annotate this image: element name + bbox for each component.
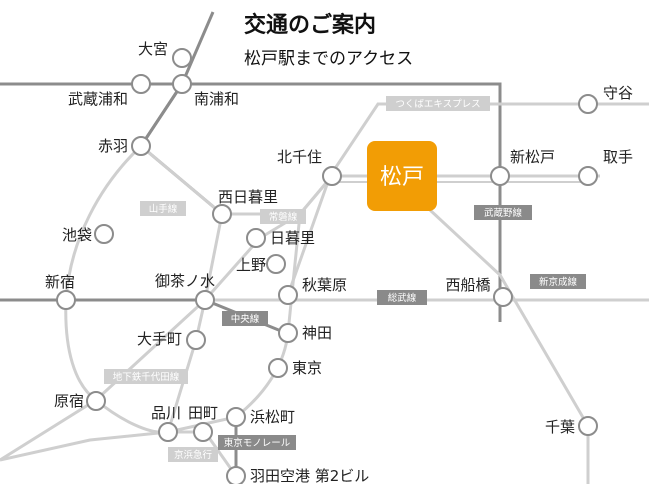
tag-sobu: 総武線 [377, 290, 427, 305]
tag-tsukuba: つくばエキスプレス [386, 96, 490, 111]
station-kanda[interactable] [278, 323, 298, 343]
tag-yamanote: 山手線 [140, 201, 186, 216]
label-kanda: 神田 [302, 324, 332, 342]
label-ueno: 上野 [236, 256, 266, 274]
station-musashi-urawa[interactable] [131, 74, 151, 94]
label-ikebukuro: 池袋 [62, 226, 92, 244]
station-harajuku[interactable] [86, 391, 106, 411]
station-shin-matsudo[interactable] [490, 166, 510, 186]
station-shinjuku[interactable] [56, 290, 76, 310]
page-subtitle: 松戸駅までのアクセス [244, 49, 413, 69]
label-kita-senju: 北千住 [277, 148, 322, 166]
label-nippori: 日暮里 [270, 229, 315, 247]
station-hamamatsucho[interactable] [226, 407, 246, 427]
svg-text:中央線: 中央線 [231, 313, 260, 325]
tag-keiyo: 新京成線 [530, 274, 586, 289]
station-nippori[interactable] [246, 228, 266, 248]
station-ikebukuro[interactable] [94, 224, 114, 244]
svg-text:京浜急行: 京浜急行 [174, 449, 213, 461]
label-toride: 取手 [603, 148, 633, 166]
label-shinagawa: 品川 [151, 404, 181, 422]
musashino-line [0, 82, 502, 322]
station-haneda[interactable] [226, 466, 246, 486]
label-shinjuku: 新宿 [45, 273, 75, 291]
label-harajuku: 原宿 [54, 392, 84, 410]
stations [56, 48, 598, 486]
label-moriya: 守谷 [603, 84, 633, 102]
svg-text:総武線: 総武線 [388, 292, 417, 304]
tag-keikyu: 京浜急行 [168, 447, 218, 462]
label-musashi-urawa: 武蔵浦和 [68, 90, 128, 108]
svg-text:地下鉄千代田線: 地下鉄千代田線 [113, 371, 180, 383]
station-ueno[interactable] [266, 254, 286, 274]
tag-joban: 常磐線 [260, 209, 306, 224]
svg-text:新京成線: 新京成線 [539, 276, 578, 288]
label-hamamatsucho: 浜松町 [250, 408, 295, 426]
saikyo-line-south [0, 213, 224, 462]
label-akihabara: 秋葉原 [302, 276, 347, 294]
label-omiya: 大宮 [138, 40, 168, 58]
station-ochanomizu[interactable] [195, 290, 215, 310]
tag-chiyoda: 地下鉄千代田線 [104, 369, 188, 384]
label-ochanomizu: 御茶ノ水 [155, 272, 215, 290]
label-minami-urawa: 南浦和 [194, 90, 239, 108]
tag-monorail: 東京モノレール [218, 435, 296, 450]
station-moriya[interactable] [578, 94, 598, 114]
label-haneda: 羽田空港 第2ビル [250, 467, 369, 484]
station-tamachi[interactable] [193, 422, 213, 442]
svg-text:常磐線: 常磐線 [269, 211, 298, 223]
label-nishi-nippori: 西日暮里 [218, 188, 278, 206]
station-labels: 大宮 武蔵浦和 南浦和 赤羽 北千住 新松戸 守谷 取手 西日暮里 日暮里 池袋… [45, 40, 633, 485]
station-shinagawa[interactable] [158, 422, 178, 442]
station-minami-urawa[interactable] [172, 74, 192, 94]
tag-chuo: 中央線 [222, 311, 268, 326]
chiyoda-line [166, 175, 334, 433]
label-chiba: 千葉 [545, 418, 575, 436]
svg-text:東京モノレール: 東京モノレール [224, 437, 291, 449]
svg-text:つくばエキスプレス: つくばエキスプレス [395, 99, 480, 110]
station-chiba[interactable] [578, 416, 598, 436]
destination-label: 松戸 [380, 165, 424, 190]
label-tamachi: 田町 [188, 404, 218, 422]
label-otemachi: 大手町 [137, 330, 182, 348]
svg-text:武蔵野線: 武蔵野線 [484, 207, 523, 219]
station-akihabara[interactable] [278, 285, 298, 305]
tsukuba-line [286, 102, 649, 296]
page-title: 交通のご案内 [244, 12, 376, 38]
label-tokyo: 東京 [292, 359, 322, 377]
station-kita-senju[interactable] [322, 166, 342, 186]
line-tags: つくばエキスプレス 山手線 常磐線 武蔵野線 総武線 新京成線 中央線 地下鉄 [104, 96, 586, 462]
destination-matsudo[interactable]: 松戸 [367, 141, 437, 211]
station-toride[interactable] [578, 166, 598, 186]
station-nishi-nippori[interactable] [212, 204, 232, 224]
station-akabane[interactable] [131, 136, 151, 156]
label-akabane: 赤羽 [98, 137, 128, 155]
station-tokyo[interactable] [268, 358, 288, 378]
svg-text:山手線: 山手線 [149, 203, 178, 215]
label-shin-matsudo: 新松戸 [510, 148, 555, 166]
station-omiya[interactable] [172, 48, 192, 68]
station-otemachi[interactable] [186, 330, 206, 350]
shin-keisei-line [428, 208, 590, 484]
station-nishi-funabashi[interactable] [493, 287, 513, 307]
rail-lines [0, 11, 649, 484]
tag-musashino: 武蔵野線 [474, 205, 532, 220]
label-nishi-funabashi: 西船橋 [445, 276, 490, 294]
